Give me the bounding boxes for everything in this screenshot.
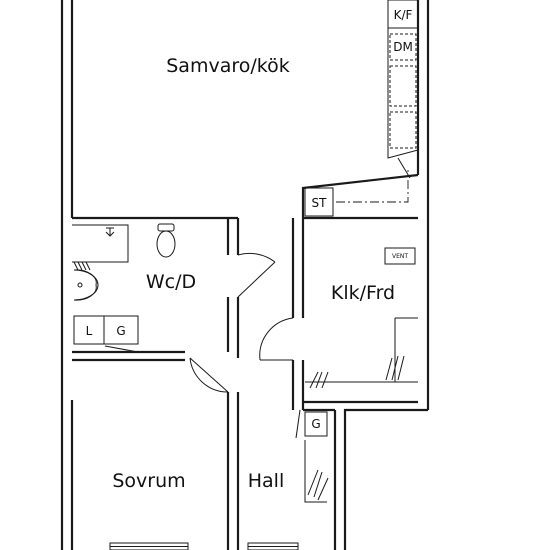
- shower-area: [72, 224, 129, 263]
- vent-duct: [336, 170, 409, 203]
- storage: ST: [304, 187, 334, 217]
- stove: [389, 65, 417, 107]
- hall-door-leaf: [295, 409, 301, 439]
- closet-fixtures: VENT: [305, 247, 418, 389]
- wc-fixtures: [72, 223, 176, 301]
- closet-door: [259, 317, 294, 361]
- toilet-tank: [157, 223, 175, 232]
- washer-label: L: [86, 324, 93, 338]
- bedroom-door: [189, 357, 229, 393]
- room-label-wc: Wc/D: [146, 271, 196, 293]
- kitchen-counter: K/F DM: [387, 0, 419, 179]
- room-label-closet: Klk/Frd: [331, 282, 395, 304]
- sink: [389, 111, 417, 149]
- hall-wardrobe: G: [304, 411, 329, 503]
- dryer-label: G: [116, 324, 125, 338]
- room-label-living-kitchen: Samvaro/kök: [166, 55, 289, 77]
- toilet-bowl: [156, 230, 176, 258]
- room-label-bedroom: Sovrum: [112, 470, 185, 492]
- room-labels: Samvaro/kök Wc/D Klk/Frd Sovrum Hall: [112, 55, 395, 492]
- interior-walls: [72, 216, 418, 550]
- dishwasher: [389, 33, 417, 61]
- storage-label: ST: [312, 196, 328, 210]
- room-label-hall: Hall: [248, 470, 285, 492]
- fridge-freezer-label: K/F: [394, 8, 413, 22]
- hall-wardrobe-label: G: [311, 417, 320, 431]
- fridge-freezer: [387, 0, 419, 29]
- wc-door: [237, 252, 276, 298]
- laundry: L G: [73, 315, 139, 353]
- vent-label: VENT: [392, 253, 408, 260]
- kitchen-door-leaf: [397, 157, 411, 179]
- washbasin: [73, 269, 99, 301]
- dishwasher-label: DM: [393, 40, 413, 54]
- shower-head-icon: [105, 227, 115, 237]
- doors: [189, 252, 301, 439]
- windows: [109, 542, 299, 550]
- outer-walls: [60, 0, 430, 550]
